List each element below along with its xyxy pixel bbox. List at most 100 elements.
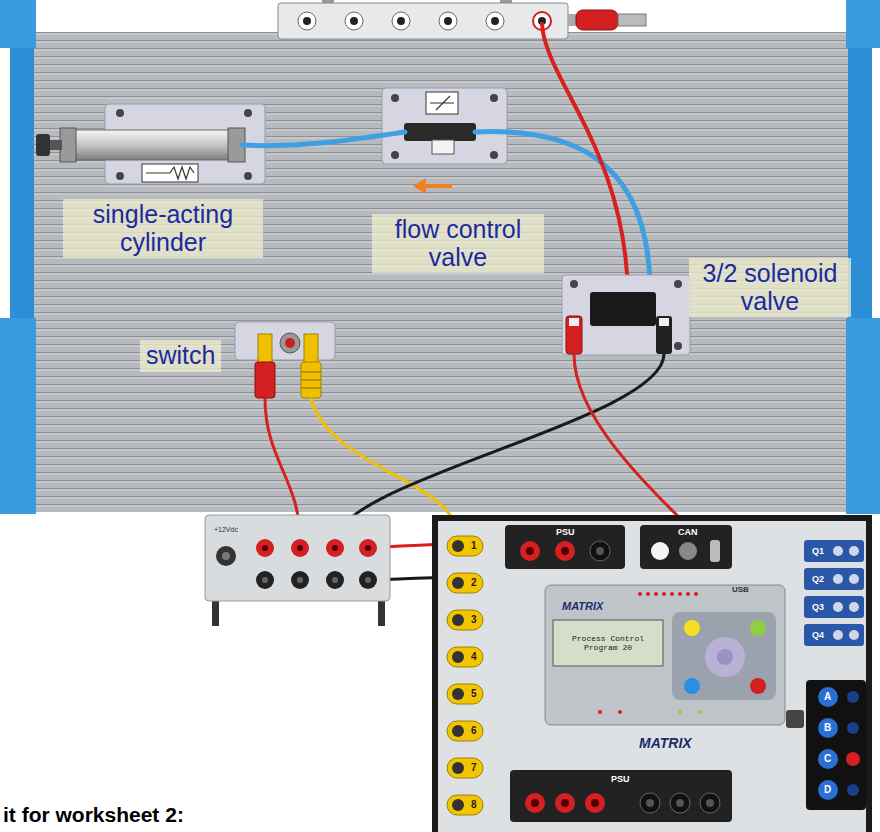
- motor-outputs-part: [818, 718, 838, 738]
- power-terminal-block-part: [378, 598, 385, 626]
- air-tubes-part: [242, 132, 405, 146]
- lcd-panel-part: [662, 592, 666, 596]
- lcd-panel-part: [717, 649, 733, 665]
- solenoid-valve-part: [562, 275, 690, 355]
- flow-control-valve-part: [430, 96, 454, 110]
- single-acting-cylinder: [36, 104, 265, 184]
- power-terminal-block-part: [332, 545, 338, 551]
- power-terminal-block: [205, 515, 390, 626]
- part-label: switch: [146, 342, 215, 370]
- output-blocks: [804, 540, 864, 646]
- lcd-panel-part: [654, 592, 658, 596]
- worksheet-heading: it for worksheet 2:: [3, 803, 184, 827]
- part-label-box: switch: [140, 340, 221, 372]
- solenoid-valve-part: [674, 280, 682, 288]
- controller-unit-part: [561, 547, 569, 555]
- digital-input-sockets-part: [447, 758, 483, 778]
- power-terminal-block-part: [297, 545, 303, 551]
- input-number: 5: [471, 688, 477, 700]
- digital-input-sockets-part: [447, 610, 483, 630]
- air-manifold-part: [618, 14, 646, 26]
- motor-outputs-part: [818, 749, 838, 769]
- power-terminal-block-part: [359, 539, 377, 557]
- controller-unit-part: [651, 542, 669, 560]
- air-manifold-part: [392, 12, 410, 30]
- push-switch-part: [258, 334, 272, 364]
- controller-unit-part: [640, 525, 732, 569]
- air-manifold-part: [444, 17, 452, 25]
- single-acting-cylinder-part: [146, 167, 194, 179]
- power-terminal-block-part: [262, 545, 268, 551]
- single-acting-cylinder-part: [116, 172, 124, 180]
- digital-input-sockets-part: [447, 795, 483, 815]
- push-switch-part: [235, 322, 335, 360]
- input-number: 7: [471, 762, 477, 774]
- air-manifold-part: [576, 10, 618, 30]
- output-blocks-part: [833, 602, 843, 612]
- motor-outputs-part: [786, 710, 804, 728]
- air-manifold-part: [278, 3, 568, 39]
- power-terminal-block-part: [291, 539, 309, 557]
- brand-logo: MATRIX: [639, 735, 692, 751]
- flow-control-valve-part: [424, 184, 452, 188]
- single-acting-cylinder-part: [36, 134, 50, 156]
- single-acting-cylinder-part: [60, 128, 76, 162]
- power-terminal-block-part: [326, 571, 344, 589]
- lcd-panel: [545, 585, 785, 725]
- board-part: [30, 32, 852, 512]
- air-tubes-part: [542, 24, 628, 296]
- power-terminal-block-part: [205, 515, 390, 601]
- lcd-panel-part: [684, 620, 700, 636]
- motor-outputs-part: [847, 722, 859, 734]
- motor-outputs-part: [818, 687, 838, 707]
- psu-outputs-part: [676, 799, 684, 807]
- single-acting-cylinder-part: [48, 140, 62, 150]
- lcd-panel-part: [598, 710, 602, 714]
- motor-outputs-part: [847, 691, 859, 703]
- digital-input-sockets: [447, 536, 483, 815]
- psu-outputs-part: [591, 799, 599, 807]
- controller-unit-part: [555, 541, 575, 561]
- terminal-label: Q3: [812, 602, 824, 612]
- lcd-panel-part: [678, 710, 682, 714]
- input-number: 8: [471, 799, 477, 811]
- terminal-label: A: [824, 691, 831, 703]
- terminal-label: CAN: [678, 527, 698, 537]
- motor-outputs-part: [847, 784, 859, 796]
- air-manifold-part: [486, 12, 504, 30]
- psu-outputs-part: [561, 799, 569, 807]
- digital-input-sockets-part: [452, 725, 464, 737]
- digital-input-sockets-part: [452, 688, 464, 700]
- solenoid-valve-part: [659, 318, 669, 326]
- air-tubes: [242, 24, 650, 296]
- air-manifold-part: [303, 17, 311, 25]
- lcd-panel-part: [672, 612, 776, 700]
- terminal-label: PSU: [611, 774, 630, 784]
- terminal-label: Q1: [812, 546, 824, 556]
- psu-outputs-part: [510, 770, 732, 822]
- psu-outputs-part: [646, 799, 654, 807]
- power-terminal-block-part: [262, 577, 268, 583]
- lcd-panel-part: [618, 710, 622, 714]
- motor-outputs-part: [846, 752, 860, 766]
- air-manifold-part: [350, 17, 358, 25]
- brand-logo: MATRIX: [562, 600, 603, 613]
- lcd-panel-part: [698, 710, 702, 714]
- flow-control-valve-part: [432, 140, 454, 154]
- lcd-panel-part: [678, 592, 682, 596]
- power-terminal-block-part: [326, 539, 344, 557]
- digital-input-sockets-part: [447, 721, 483, 741]
- controller-unit-part: [526, 547, 534, 555]
- air-manifold-part: [491, 17, 499, 25]
- power-terminal-block-part: [222, 552, 230, 560]
- air-manifold-part: [397, 17, 405, 25]
- part-label-box: 3/2 solenoid valve: [689, 258, 851, 317]
- flow-control-valve-part: [426, 92, 458, 114]
- part-label: flow control valve: [378, 216, 538, 271]
- lcd-panel-part: [750, 678, 766, 694]
- air-manifold-part: [345, 12, 363, 30]
- board-part: [0, 0, 36, 48]
- output-blocks-part: [849, 574, 859, 584]
- digital-input-sockets-part: [452, 577, 464, 589]
